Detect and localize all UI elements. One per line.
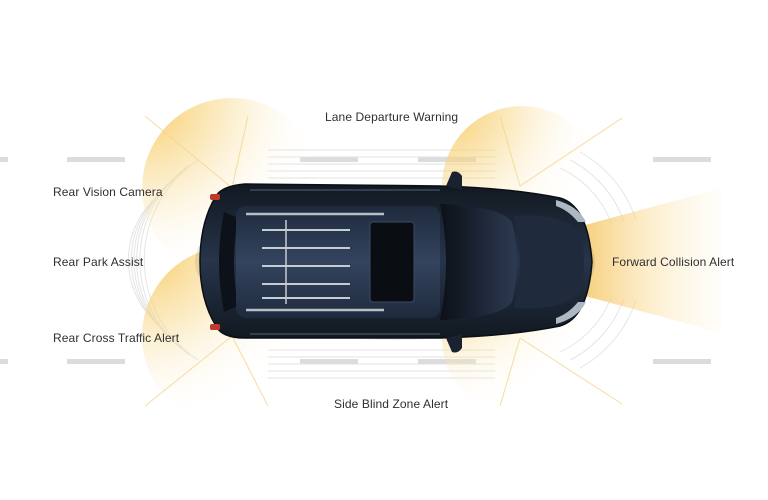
- vehicle: [195, 171, 595, 353]
- side-mirror-top: [446, 171, 462, 190]
- sensor-cone-edges: [144, 115, 623, 407]
- side-blind-zone-alert-label: Side Blind Zone Alert: [334, 397, 449, 411]
- windshield: [440, 204, 517, 320]
- roof-rack: [262, 220, 350, 304]
- forward-collision-beam: [585, 188, 722, 333]
- rear-window: [219, 212, 238, 312]
- headlight-bottom: [556, 302, 586, 324]
- taillight-bottom: [210, 324, 220, 330]
- hood: [514, 215, 584, 309]
- rear-vision-camera-label: Rear Vision Camera: [53, 185, 163, 199]
- rear-park-assist-label: Rear Park Assist: [53, 255, 144, 269]
- side-mirror-bottom: [446, 334, 462, 353]
- taillight-top: [210, 194, 220, 200]
- lane-departure-warning-label: Lane Departure Warning: [325, 110, 459, 124]
- headlight-top: [556, 200, 586, 222]
- rear-cross-traffic-alert-label: Rear Cross Traffic Alert: [53, 331, 180, 345]
- forward-collision-alert-label: Forward Collision Alert: [612, 255, 735, 269]
- sunroof: [369, 221, 415, 303]
